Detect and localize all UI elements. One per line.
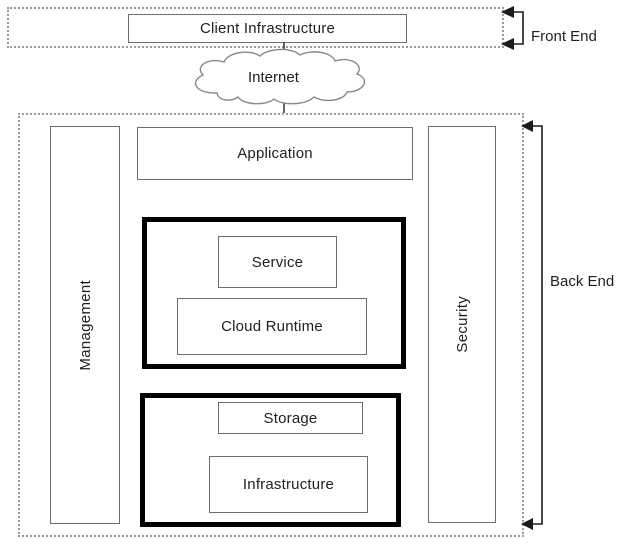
front-end-bracket bbox=[507, 11, 524, 45]
client-infrastructure-box: Client Infrastructure bbox=[128, 14, 407, 43]
infrastructure-label: Infrastructure bbox=[242, 476, 335, 493]
internet-label: Internet bbox=[248, 69, 299, 86]
security-box: Security bbox=[428, 126, 496, 523]
application-box: Application bbox=[137, 127, 413, 180]
back-end-label: Back End bbox=[550, 273, 615, 290]
management-label: Management bbox=[76, 279, 94, 371]
service-box: Service bbox=[218, 236, 337, 288]
infrastructure-box: Infrastructure bbox=[209, 456, 368, 513]
back-end-bracket bbox=[527, 125, 543, 525]
back-end-dashed-region bbox=[18, 113, 524, 537]
cloud-runtime-box: Cloud Runtime bbox=[177, 298, 367, 355]
storage-label: Storage bbox=[263, 409, 318, 427]
management-box: Management bbox=[50, 126, 120, 524]
application-label: Application bbox=[237, 145, 313, 162]
service-label: Service bbox=[251, 253, 304, 271]
front-end-dashed-region bbox=[7, 7, 504, 48]
front-end-label: Front End bbox=[531, 28, 597, 45]
cloud-runtime-label: Cloud Runtime bbox=[221, 318, 323, 335]
security-label: Security bbox=[453, 296, 471, 353]
client-infrastructure-label: Client Infrastructure bbox=[199, 20, 336, 37]
storage-box: Storage bbox=[218, 402, 363, 434]
